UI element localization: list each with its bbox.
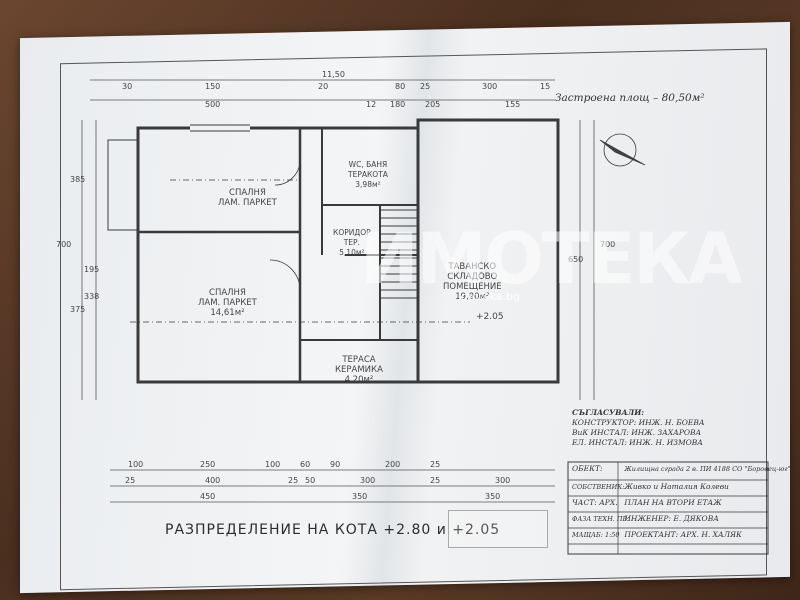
room-bedroom-bottom: СПАЛНЯ ЛАМ. ПАРКЕТ 14,61м² [198,288,257,318]
tb-designer: ФАЗА ТЕХН. ПР. ИНЖЕНЕР: Е. ДЯКОВА [572,514,772,523]
dim-bottom2-7: 300 [495,476,511,485]
room-name: WC, БАНЯ [348,160,388,169]
dim-bottom2-6: 25 [430,476,441,485]
dim-bottom-2: 250 [200,460,216,469]
drawing-caption: РАЗПРЕДЕЛЕНИЕ НА КОТА +2.80 и +2.05 [165,522,501,538]
room-area: 3,98м² [355,180,381,189]
dim-top-7: 15 [540,82,551,91]
dim-bottom2-2: 400 [205,476,221,485]
dim-top-overall: 11,50 [322,70,345,79]
watermark-site: imoteka.bg [458,290,520,303]
tb-scale-label: МАЩАБ: 1:50 [572,531,620,539]
dim-left-1: 385 [70,175,86,184]
room-area: 5,10м² [339,248,365,257]
dim-bottom-4: 60 [300,460,311,469]
tb-part: ЧАСТ: АРХ. ПЛАН НА ВТОРИ ЕТАЖ [572,498,772,507]
dim-right-2: 700 [600,240,616,249]
room-name: СПАЛНЯ [209,288,246,298]
room-attic: ТАВАНСКО СКЛАДОВО ПОМЕЩЕНИЕ 19,90м² [443,262,502,302]
room-floor: КЕРАМИКА [335,365,383,375]
dim-left-2: 700 [56,240,72,249]
tb-part-value: ПЛАН НА ВТОРИ ЕТАЖ [624,498,722,507]
approval-line: КОНСТРУКТОР: ИНЖ. Н. БОЕВА [572,418,705,427]
level-mark: +2.05 [476,312,504,322]
dim-top2-2: 12 [366,100,377,109]
tb-designer-value: ИНЖЕНЕР: Е. ДЯКОВА [624,514,719,523]
dim-top-1: 30 [122,82,133,91]
balcony-left [107,139,139,231]
approvals-block: СЪГЛАСУВАЛИ: КОНСТРУКТОР: ИНЖ. Н. БОЕВА … [572,408,705,448]
room-name: КОРИДОР [333,228,371,237]
room-corridor: КОРИДОР ТЕР. 5,10м² [333,228,371,258]
tb-object-value: Жилищна сграда 2 в. ПИ 4188 СО "Боровец-… [624,465,800,473]
room-area: 4,20м² [344,375,374,385]
dim-bottom-1: 100 [128,460,144,469]
dim-top-3: 20 [318,82,329,91]
tb-scale: МАЩАБ: 1:50 ПРОЕКТАНТ: АРХ. Н. ХАЛЯК [572,530,772,539]
dim-bottom2-4: 50 [305,476,316,485]
dim-top2-4: 205 [425,100,441,109]
attic-walls [416,118,560,384]
room-area: 14,61м² [210,308,245,318]
dim-bottom2-3: 25 [288,476,299,485]
room-use-2: ПОМЕЩЕНИЕ [443,282,502,292]
room-name: ТАВАНСКО [448,262,497,272]
dim-bottom2-1: 25 [125,476,136,485]
dim-bottom2-5: 300 [360,476,376,485]
dim-top2-3: 180 [390,100,406,109]
room-terrace: ТЕРАСА КЕРАМИКА 4,20м² [335,355,383,385]
room-floor: ЛАМ. ПАРКЕТ [218,198,277,208]
dim-left-4: 375 [70,305,86,314]
dim-left-5: 338 [84,292,100,301]
tb-designer-label: ФАЗА ТЕХН. ПР. [572,515,629,523]
title-block: ОБЕКТ: Жилищна сграда 2 в. ПИ 4188 СО "Б… [572,460,800,556]
approval-line: ЕЛ. ИНСТАЛ: ИНЖ. Н. ИЗМОВА [572,438,703,447]
tb-object-label: ОБЕКТ: [572,464,603,473]
dim-top-2: 150 [205,82,221,91]
staircase [380,209,418,299]
dim-top-4: 80 [395,82,406,91]
room-name: СПАЛНЯ [229,188,266,198]
room-name: ТЕРАСА [342,355,376,365]
tb-object: ОБЕКТ: Жилищна сграда 2 в. ПИ 4188 СО "Б… [572,464,800,473]
tb-owner-value: Живко и Наталия Колеви [624,482,729,491]
dim-bottom-3: 100 [265,460,281,469]
dim-bottom3-1: 450 [200,492,216,501]
stamp [448,510,548,548]
tb-part-label: ЧАСТ: АРХ. [572,498,618,507]
dim-right-1: 650 [568,255,584,264]
dim-bottom-5: 90 [330,460,341,469]
watermark-logo: ИМОТЕКА [360,218,743,300]
room-area: 19,90м² [455,292,490,302]
approval-line: ВиК ИНСТАЛ: ИНЖ. ЗАХАРОВА [572,428,702,437]
dim-bottom-6: 200 [385,460,401,469]
tb-owner: СОБСТВЕНИК: Живко и Наталия Колеви [572,482,772,491]
approvals-heading: СЪГЛАСУВАЛИ: [572,408,645,417]
dim-top2-1: 500 [205,100,221,109]
dim-bottom-7: 25 [430,460,441,469]
dim-top-6: 300 [482,82,498,91]
room-floor: ТЕРАКОТА [348,170,388,179]
built-area-note: Застроена площ – 80,50м² [555,92,705,104]
tb-scale-value: ПРОЕКТАНТ: АРХ. Н. ХАЛЯК [624,530,742,539]
dim-bottom3-3: 350 [485,492,501,501]
room-floor: ТЕР. [343,238,360,247]
dim-top-5: 25 [420,82,431,91]
room-use: СКЛАДОВО [447,272,498,282]
room-bedroom-top: СПАЛНЯ ЛАМ. ПАРКЕТ [218,188,277,208]
tb-owner-label: СОБСТВЕНИК: [572,483,625,491]
dim-bottom3-2: 350 [352,492,368,501]
room-floor: ЛАМ. ПАРКЕТ [198,298,257,308]
dim-top2-5: 155 [505,100,521,109]
room-bathroom: WC, БАНЯ ТЕРАКОТА 3,98м² [348,160,388,190]
dim-left-3: 195 [84,265,100,274]
terrace-outline [299,339,419,383]
